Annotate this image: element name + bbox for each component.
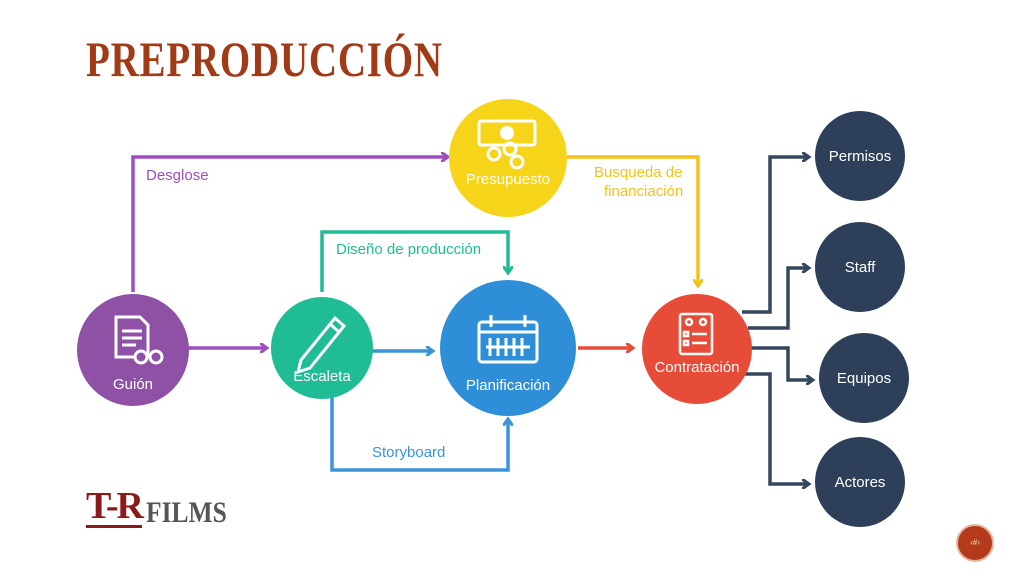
node-actores: Actores <box>815 437 905 527</box>
node-label-escaleta: Escaleta <box>293 368 351 385</box>
edge-label-busqueda-1: Busqueda de <box>594 164 682 181</box>
edge-label-storyboard: Storyboard <box>372 444 445 461</box>
node-label-actores: Actores <box>835 474 886 491</box>
node-escaleta: Escaleta <box>271 297 373 399</box>
node-contratacion: Contratación <box>642 294 752 404</box>
contract-icon <box>678 312 714 356</box>
edge-label-busqueda-2: financiación <box>604 183 683 200</box>
edge-storyboard <box>330 397 508 472</box>
slide-title: PREPRODUCCIÓN <box>86 31 443 87</box>
node-label-permisos: Permisos <box>829 148 892 165</box>
node-planificacion: Planificación <box>440 280 576 416</box>
node-permisos: Permisos <box>815 111 905 201</box>
node-label-equipos: Equipos <box>837 370 891 387</box>
node-guion: Guión <box>77 294 189 406</box>
edge-desglose <box>131 157 447 292</box>
edge-contratacion-permisos <box>742 157 808 314</box>
node-label-planificacion: Planificación <box>466 377 550 394</box>
edge-diseno-produccion <box>320 230 508 292</box>
node-presupuesto: Presupuesto <box>449 99 567 217</box>
edge-label-desglose: Desglose <box>146 167 209 184</box>
edge-contratacion-actores <box>742 372 808 484</box>
edge-contratacion-equipos <box>748 346 812 380</box>
document-glasses-icon <box>114 315 164 365</box>
node-label-presupuesto: Presupuesto <box>466 171 550 188</box>
node-label-contratacion: Contratación <box>654 359 739 376</box>
edge-label-diseno: Diseño de producción <box>336 241 481 258</box>
pencil-icon <box>295 315 347 375</box>
edge-contratacion-staff <box>748 268 808 330</box>
edge-busqueda-financiacion <box>567 155 698 285</box>
slide-number-badge: ‹#› <box>956 524 994 562</box>
node-equipos: Equipos <box>819 333 909 423</box>
calendar-icon <box>477 315 539 364</box>
node-staff: Staff <box>815 222 905 312</box>
money-icon <box>477 119 537 170</box>
logo-tr-mark: T-R <box>86 485 144 528</box>
node-label-guion: Guión <box>113 376 153 393</box>
tr-films-logo: T-R FILMS <box>86 485 241 529</box>
logo-films-text: FILMS <box>145 496 227 529</box>
node-label-staff: Staff <box>845 259 876 276</box>
